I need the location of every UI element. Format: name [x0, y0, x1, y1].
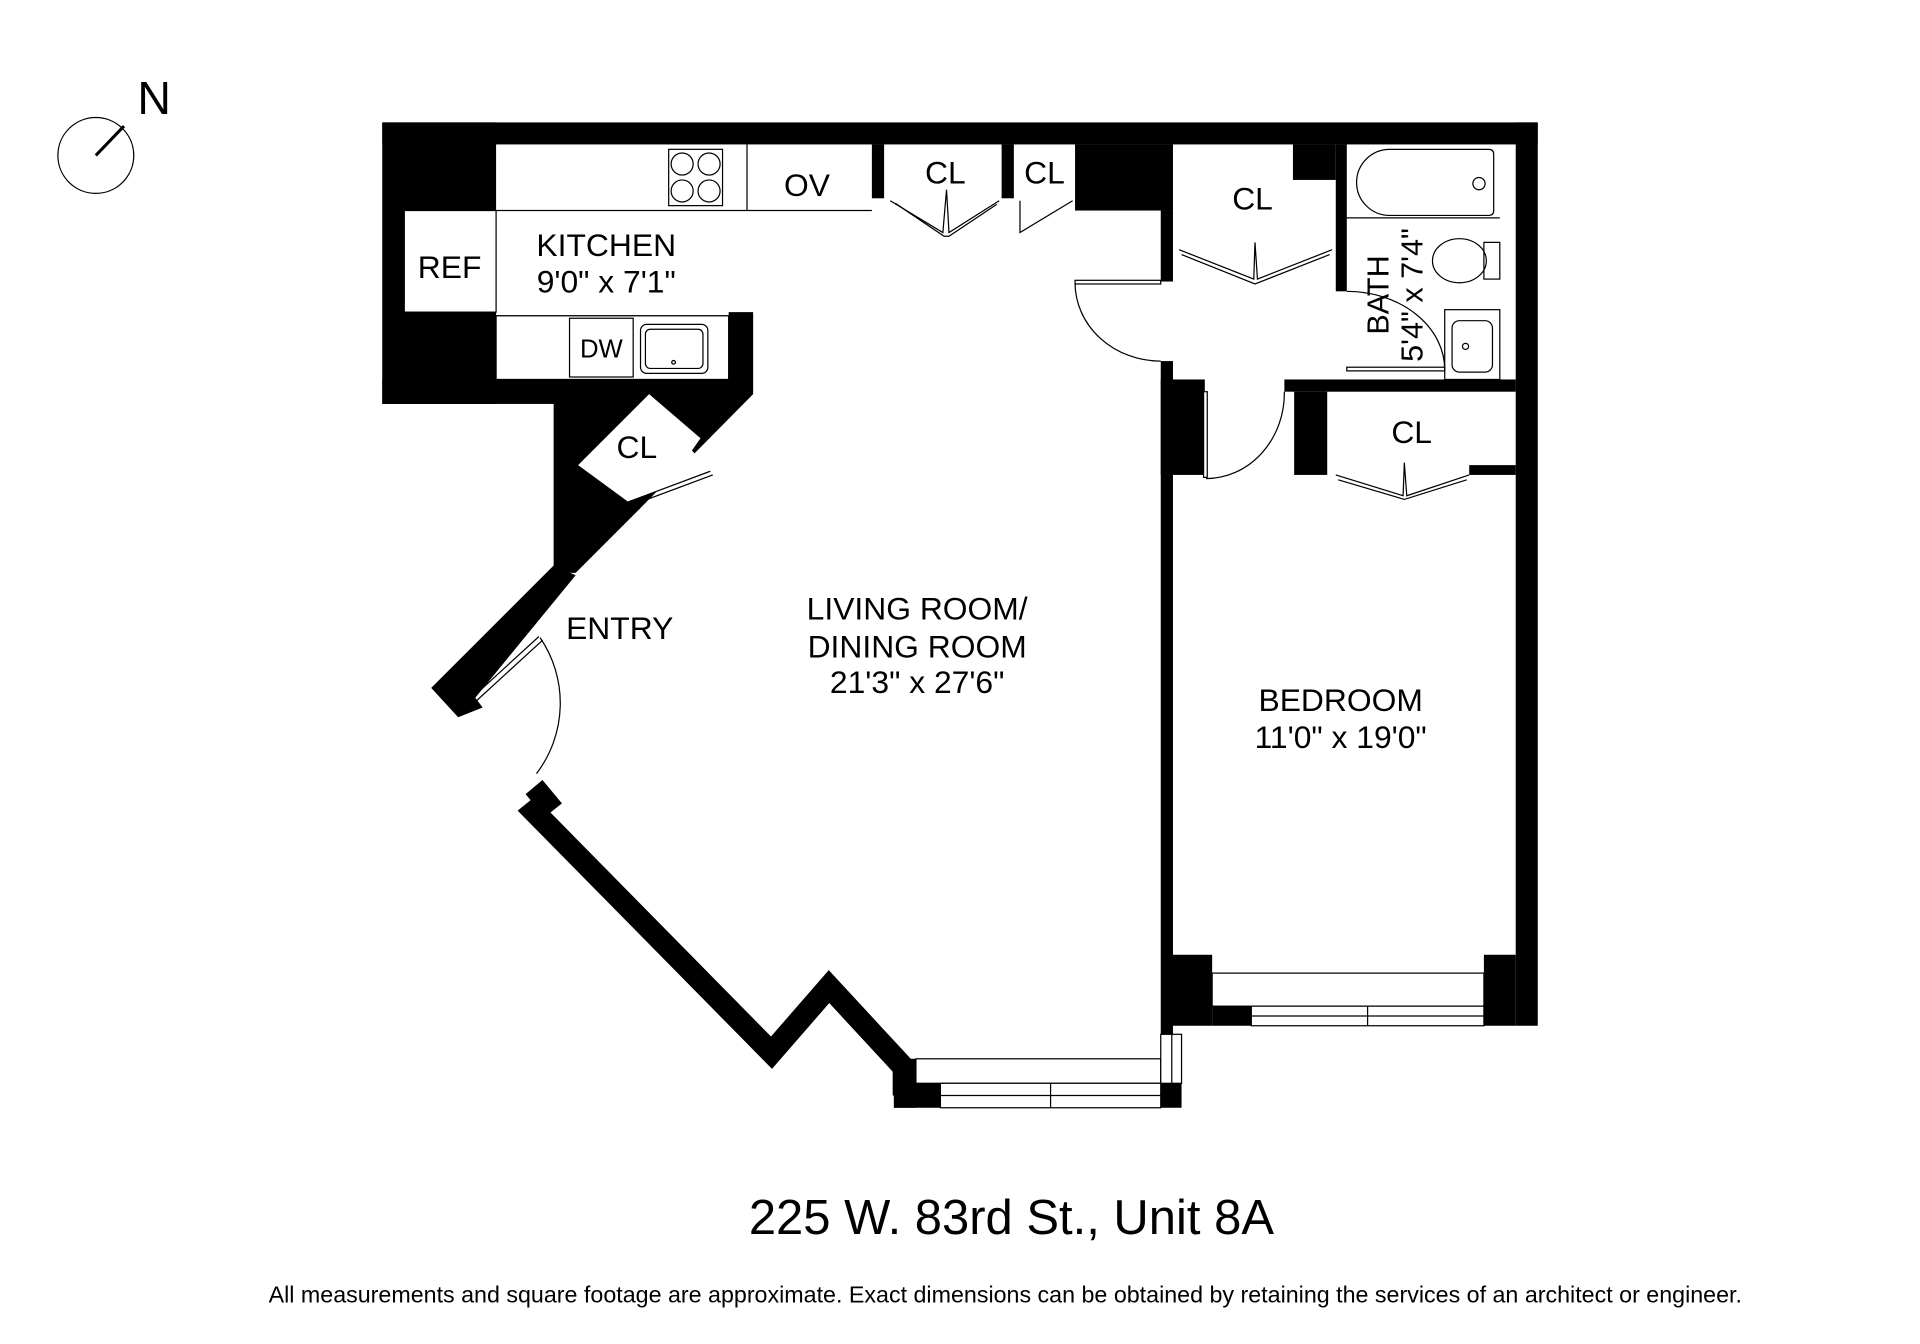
ref-label: REF	[418, 249, 482, 285]
dishwasher	[568, 317, 634, 378]
entry-name: ENTRY	[566, 610, 673, 646]
closet-doors	[889, 189, 1470, 501]
bath-sink-icon	[1444, 309, 1501, 381]
bathtub-icon	[1346, 148, 1500, 219]
dishwasher-label: DW	[580, 335, 624, 363]
closet-label: CL	[1232, 180, 1273, 216]
bath-dims: 5'4" x 7'4"	[1396, 228, 1430, 362]
kitchen-dims: 9'0" x 7'1"	[537, 264, 676, 300]
toilet-icon	[1431, 238, 1501, 284]
living-name-1: LIVING ROOM/	[807, 590, 1028, 626]
living-name-2: DINING ROOM	[808, 628, 1027, 664]
bath-name: BATH	[1361, 255, 1395, 334]
disclaimer: All measurements and square footage are …	[269, 1281, 1742, 1307]
closet-label: CL	[925, 155, 966, 191]
doors	[465, 279, 1446, 774]
north-arrow-icon	[57, 116, 135, 195]
kitchen-sink-icon	[639, 323, 709, 374]
bedroom-name: BEDROOM	[1258, 682, 1422, 718]
closet-label: CL	[617, 429, 658, 465]
cooktop-icon	[668, 148, 724, 207]
closet-label: CL	[1391, 414, 1432, 450]
windows	[915, 972, 1485, 1109]
bedroom-dims: 11'0" x 19'0"	[1255, 719, 1427, 755]
closet-label: CL	[1024, 155, 1065, 191]
kitchen-name: KITCHEN	[536, 227, 676, 263]
compass-label: N	[137, 72, 171, 124]
entry-closet	[578, 394, 711, 502]
listing-title: 225 W. 83rd St., Unit 8A	[749, 1191, 1274, 1245]
living-dims: 21'3" x 27'6"	[830, 664, 1004, 700]
oven-label: OV	[784, 167, 831, 203]
